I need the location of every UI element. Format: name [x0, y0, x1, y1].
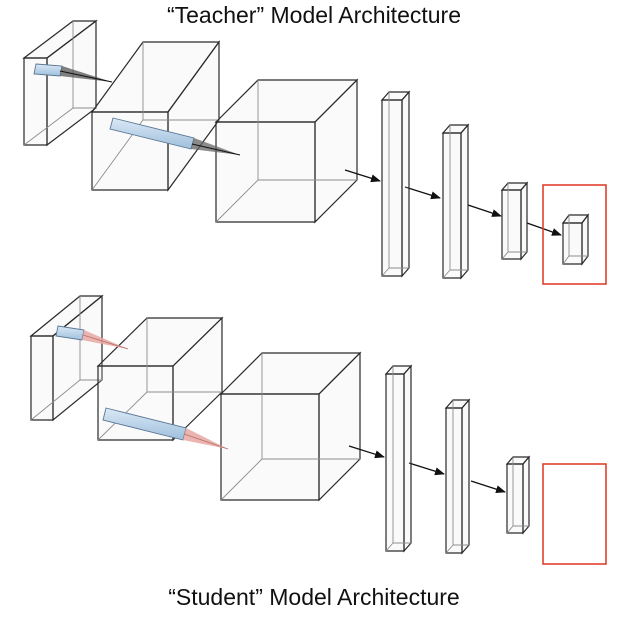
- teacher-output-highlight: [542, 184, 607, 285]
- student-kernel-1: [55, 325, 129, 350]
- teacher-conv-block-3: [214, 78, 359, 224]
- teacher-arrow-2: [404, 186, 441, 200]
- teacher-title: “Teacher” Model Architecture: [166, 2, 461, 28]
- student-kernel-2: [102, 407, 229, 450]
- teacher-conv-block-2: [90, 40, 221, 192]
- teacher-output-layer: [561, 213, 590, 266]
- teacher-dense-layer-2: [441, 123, 470, 280]
- teacher-dense-layer-1: [380, 90, 411, 278]
- teacher-network: [22, 19, 607, 285]
- student-conv-block-1: [29, 294, 104, 422]
- student-conv-block-3: [219, 351, 362, 502]
- teacher-dense-layer-3: [500, 181, 529, 261]
- teacher-arrow-4: [526, 222, 562, 236]
- teacher-arrow-1: [344, 169, 381, 183]
- student-dense-layer-1: [384, 364, 413, 553]
- student-title: “Student” Model Architecture: [168, 584, 460, 610]
- student-network: [29, 294, 607, 565]
- teacher-kernel-2: [109, 117, 241, 156]
- teacher-conv-block-1: [22, 19, 98, 147]
- student-dense-layer-2: [444, 398, 471, 555]
- student-output-placeholder: [542, 463, 607, 565]
- student-dense-layer-3: [505, 455, 531, 535]
- student-arrow-1: [348, 445, 385, 459]
- student-arrow-3: [470, 480, 506, 494]
- student-arrow-2: [408, 462, 445, 476]
- teacher-arrow-3: [467, 204, 502, 217]
- teacher-kernel-1: [33, 63, 113, 83]
